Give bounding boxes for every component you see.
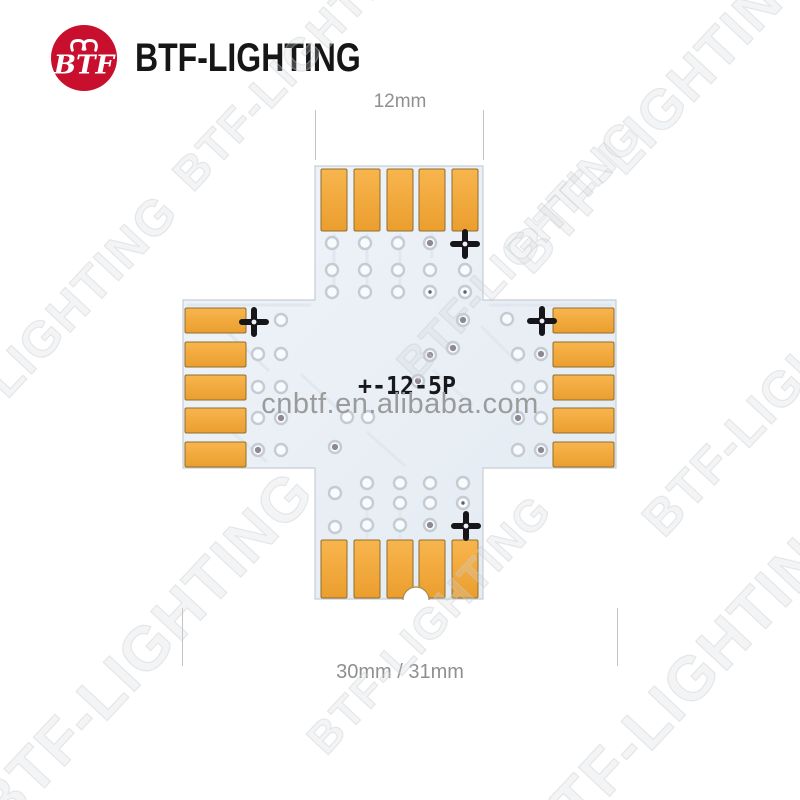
brand-logo-icon: BTF <box>50 24 118 92</box>
dimension-tick-bottom-right <box>617 608 618 666</box>
dimension-tick-top-left <box>315 110 316 160</box>
pcb-notch <box>402 586 430 613</box>
pcb-body <box>182 165 617 600</box>
brand-header: BTF BTF-LIGHTING <box>50 24 417 92</box>
silkscreen-model-label: +-12-5P <box>358 371 456 400</box>
fiducial-cross-icon <box>451 511 481 541</box>
diagonal-watermark-text: BTF-LIGHTING <box>630 233 800 548</box>
pcb-vias <box>250 235 549 535</box>
brand-name: BTF-LIGHTING <box>135 35 361 80</box>
diagonal-watermark-text: BTF-LIGHTING <box>0 183 190 498</box>
dimension-label-bottom: 30mm / 31mm <box>336 661 464 683</box>
brand-monogram: BTF <box>53 50 117 81</box>
fiducial-cross-icon <box>450 229 480 259</box>
pcb-connector-board: +-12-5P <box>182 165 617 613</box>
fiducial-cross-icon <box>527 306 557 336</box>
solder-pads <box>184 168 615 599</box>
dimension-label-top: 12mm <box>373 91 427 112</box>
dimension-tick-top-right <box>483 110 484 160</box>
dimension-tick-bottom-left <box>182 608 183 666</box>
fiducial-cross-icon <box>239 307 269 337</box>
